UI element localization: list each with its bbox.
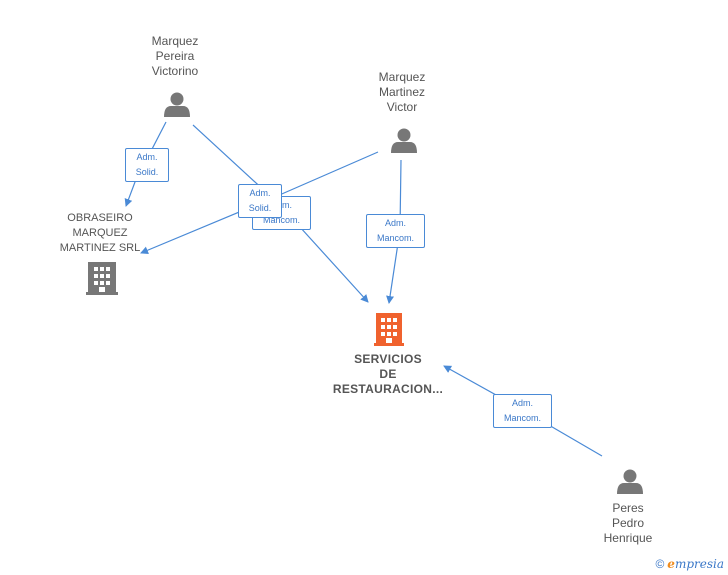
building-icon-main[interactable] — [374, 313, 404, 346]
person-label-victor[interactable]: Marquez Martinez Victor — [378, 70, 426, 114]
edge-label-peres-servicios: Adm. Mancom. — [493, 394, 552, 428]
building-icon[interactable] — [86, 262, 118, 295]
footer-brand: © empresia — [655, 557, 724, 571]
person-label-victorino[interactable]: Marquez Pereira Victorino — [151, 34, 199, 78]
brand-logo: empresia — [667, 557, 724, 571]
edge-victorino-obraseiro — [124, 121, 167, 207]
person-icon[interactable] — [391, 128, 417, 154]
edge-label-victorino-obraseiro: Adm. Solid. — [125, 148, 169, 182]
person-icon[interactable] — [164, 92, 190, 118]
edge-label-victor-obraseiro: Adm. Solid. — [238, 184, 282, 218]
person-icon[interactable] — [617, 469, 643, 495]
copyright-symbol: © — [655, 557, 665, 571]
person-label-peres[interactable]: Peres Pedro Henrique — [603, 501, 653, 545]
company-label-obraseiro[interactable]: OBRASEIRO MARQUEZ MARTINEZ SRL — [59, 212, 141, 254]
company-label-servicios[interactable]: SERVICIOS DE RESTAURACION... — [332, 352, 444, 396]
edge-label-victor-servicios: Adm. Mancom. — [366, 214, 425, 248]
